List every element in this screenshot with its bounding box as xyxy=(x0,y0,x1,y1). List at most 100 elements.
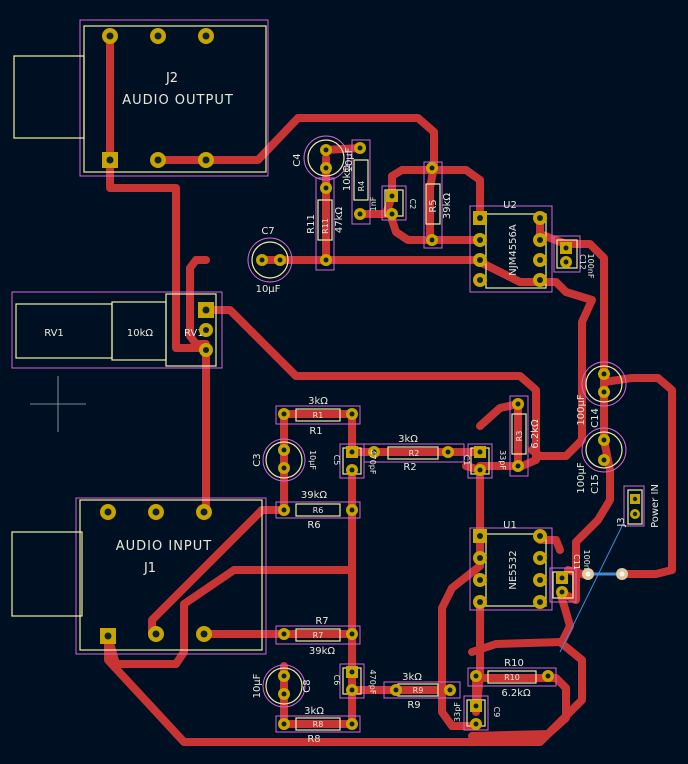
r2-ref-fab: R2 xyxy=(409,449,420,458)
c15-ref: C15 xyxy=(590,474,601,494)
c2-value: 1nF xyxy=(369,196,378,211)
r9-ref: R9 xyxy=(407,700,420,711)
r1-value: 3kΩ xyxy=(308,396,328,407)
c14-capacitor[interactable]: 100µF C14 xyxy=(576,361,627,428)
c5-capacitor[interactable]: C5 470pF xyxy=(332,443,377,479)
c15-capacitor[interactable]: 100µF C15 xyxy=(576,427,627,494)
c14-ref: C14 xyxy=(590,408,601,428)
c3-capacitor[interactable]: C3 10µF xyxy=(252,438,317,482)
r3-resistor[interactable]: R3 6.2kΩ xyxy=(509,395,541,477)
r6-ref-fab: R6 xyxy=(313,506,324,515)
r5-value: 39kΩ xyxy=(442,193,453,220)
c6-value: 470pF xyxy=(368,670,377,695)
c12-capacitor[interactable]: C12 100nF xyxy=(553,235,595,279)
u2-ref: U2 xyxy=(503,200,517,211)
c1-ref: C1 xyxy=(462,455,471,466)
r8-resistor[interactable]: 3kΩ R8 R8 xyxy=(275,706,361,745)
c11-ref: C11 xyxy=(572,554,581,570)
u2-value: NJM4556A xyxy=(508,224,519,276)
c8-ref: C8 xyxy=(302,679,313,692)
rv1-ref-fab: RV1 xyxy=(184,328,204,339)
r11-ref-fab: R11 xyxy=(321,218,330,234)
r9-resistor[interactable]: 3kΩ R9 R9 xyxy=(383,672,461,711)
r1-ref: R1 xyxy=(309,426,322,437)
r10-ref-fab: R10 xyxy=(504,673,520,682)
j3-value: Power IN xyxy=(650,484,661,528)
r3-ref-fab: R3 xyxy=(515,431,524,442)
r11-value: 47kΩ xyxy=(334,207,345,234)
r8-value: 3kΩ xyxy=(304,706,324,717)
r1-resistor[interactable]: 3kΩ R1 R1 xyxy=(275,396,361,437)
r4-value: 10kΩ xyxy=(342,165,353,192)
c5-ref: C5 xyxy=(332,455,341,466)
c7-capacitor[interactable]: C7 10µF xyxy=(247,226,293,295)
c6-capacitor[interactable]: C6 470pF xyxy=(332,663,377,699)
c2-capacitor[interactable]: C2 1nF xyxy=(369,185,417,221)
c6-ref: C6 xyxy=(332,675,341,686)
c9-ref: C9 xyxy=(492,707,501,718)
c9-capacitor[interactable]: C9 33pF xyxy=(453,695,501,731)
r4-resistor[interactable]: 10kΩ R4 xyxy=(342,139,371,225)
r7-value: 39kΩ xyxy=(309,646,336,657)
r7-resistor[interactable]: R7 R7 39kΩ xyxy=(275,616,361,657)
c8-capacitor[interactable]: 10µF C8 xyxy=(252,664,313,708)
c4-ref: C4 xyxy=(292,153,303,166)
u1-ref: U1 xyxy=(503,520,517,531)
r9-value: 3kΩ xyxy=(402,672,422,683)
r3-value: 6.2kΩ xyxy=(530,419,541,449)
j1-audio-input[interactable]: AUDIO INPUT J1 xyxy=(11,497,267,655)
j2-value: AUDIO OUTPUT xyxy=(122,93,234,108)
c15-value: 100µF xyxy=(576,462,587,493)
c11-capacitor[interactable]: C11 100nF xyxy=(549,550,591,603)
c1-value: 33pF xyxy=(498,450,507,470)
c11-value: 100nF xyxy=(582,550,591,575)
via-pads xyxy=(582,568,628,580)
j3-ref: J3 xyxy=(616,517,627,527)
r2-value: 3kΩ xyxy=(398,434,418,445)
j2-ref: J2 xyxy=(165,71,178,86)
rv1-value: 10kΩ xyxy=(127,328,154,339)
r7-ref: R7 xyxy=(315,616,328,627)
j2-audio-output[interactable]: J2 AUDIO OUTPUT xyxy=(13,19,269,177)
c7-value: 10µF xyxy=(256,284,281,295)
u1-opamp[interactable]: U1 NE5532 xyxy=(469,520,553,611)
r9-ref-fab: R9 xyxy=(413,686,424,695)
r6-ref: R6 xyxy=(307,520,320,531)
r2-ref: R2 xyxy=(403,462,416,473)
r11-resistor[interactable]: R11 R11 47kΩ xyxy=(306,177,345,271)
r6-value: 39kΩ xyxy=(301,490,328,501)
j1-value: AUDIO INPUT xyxy=(116,539,212,554)
c14-value: 100µF xyxy=(576,394,587,425)
c2-ref: C2 xyxy=(408,199,417,210)
c4-capacitor[interactable]: C4 10µF xyxy=(292,135,355,181)
r10-resistor[interactable]: R10 R10 6.2kΩ xyxy=(467,658,557,699)
copper-traces xyxy=(104,32,676,746)
rv1-potentiometer[interactable]: RV1 10kΩ RV1 xyxy=(11,291,223,369)
c5-value: 470pF xyxy=(368,450,377,475)
r4-ref: R4 xyxy=(357,181,366,192)
r10-value: 6.2kΩ xyxy=(501,688,531,699)
r5-ref: R5 xyxy=(428,199,439,212)
c9-value: 33pF xyxy=(453,702,462,722)
r11-ref: R11 xyxy=(306,214,317,234)
c4-value: 10µF xyxy=(344,147,355,172)
r8-ref-fab: R8 xyxy=(313,720,324,729)
c8-value: 10µF xyxy=(252,673,263,698)
c3-value: 10µF xyxy=(308,450,317,470)
r7-ref-fab: R7 xyxy=(313,631,324,640)
r6-resistor[interactable]: 39kΩ R6 R6 xyxy=(275,490,361,531)
r2-resistor[interactable]: 3kΩ R2 R2 xyxy=(363,434,465,473)
r10-ref: R10 xyxy=(504,658,524,669)
rv1-ref: RV1 xyxy=(44,328,64,339)
c1-capacitor[interactable]: C1 33pF xyxy=(462,443,507,479)
c3-ref: C3 xyxy=(252,453,263,466)
u2-opamp[interactable]: U2 NJM4556A xyxy=(469,200,553,293)
c12-ref: C12 xyxy=(578,254,587,270)
r8-ref: R8 xyxy=(307,734,320,745)
r5-resistor[interactable]: R5 39kΩ xyxy=(423,161,453,249)
j1-ref: J1 xyxy=(143,561,156,576)
ratsnest-line xyxy=(559,521,625,653)
j3-power-connector[interactable]: Power IN J3 xyxy=(616,484,661,528)
r1-ref-fab: R1 xyxy=(313,411,324,420)
